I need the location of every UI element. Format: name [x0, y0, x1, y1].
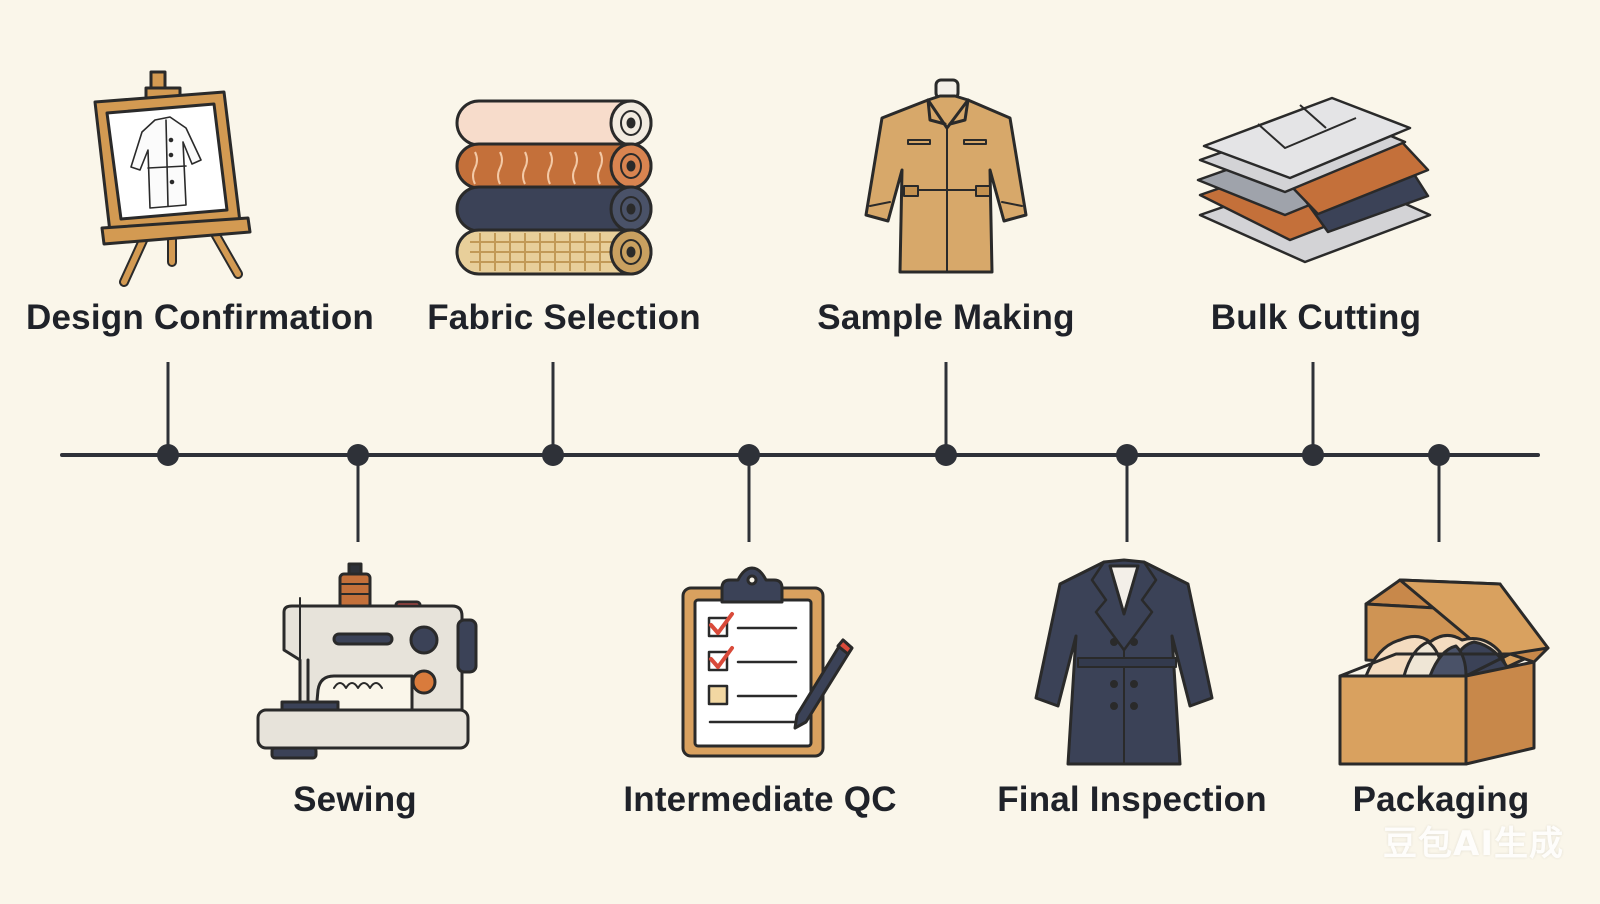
node-fabric — [542, 444, 564, 466]
step-label-qc: Intermediate QC — [623, 780, 897, 819]
clipboard-checklist-icon — [681, 566, 854, 758]
ai-generated-watermark: 豆包AI生成 — [1383, 824, 1564, 864]
node-design — [157, 444, 179, 466]
garment-box-icon — [1338, 578, 1550, 766]
step-label-cutting: Bulk Cutting — [1210, 298, 1422, 337]
node-sewing — [347, 444, 369, 466]
step-label-sample: Sample Making — [817, 298, 1075, 337]
step-label-inspection: Final Inspection — [997, 780, 1267, 819]
easel-sketch-icon — [93, 70, 252, 287]
step-label-sewing: Sewing — [293, 780, 417, 819]
node-cutting — [1302, 444, 1324, 466]
node-sample — [935, 444, 957, 466]
sewing-machine-icon — [256, 562, 478, 760]
coat-icon — [1034, 558, 1214, 766]
jacket-mannequin-icon — [864, 78, 1028, 274]
node-packaging — [1428, 444, 1450, 466]
step-label-design: Design Confirmation — [26, 298, 374, 337]
node-qc — [738, 444, 760, 466]
node-inspection — [1116, 444, 1138, 466]
step-label-packaging: Packaging — [1352, 780, 1530, 819]
fabric-rolls-icon — [455, 99, 653, 276]
step-label-fabric: Fabric Selection — [427, 298, 701, 337]
fabric-layers-icon — [1196, 96, 1432, 264]
